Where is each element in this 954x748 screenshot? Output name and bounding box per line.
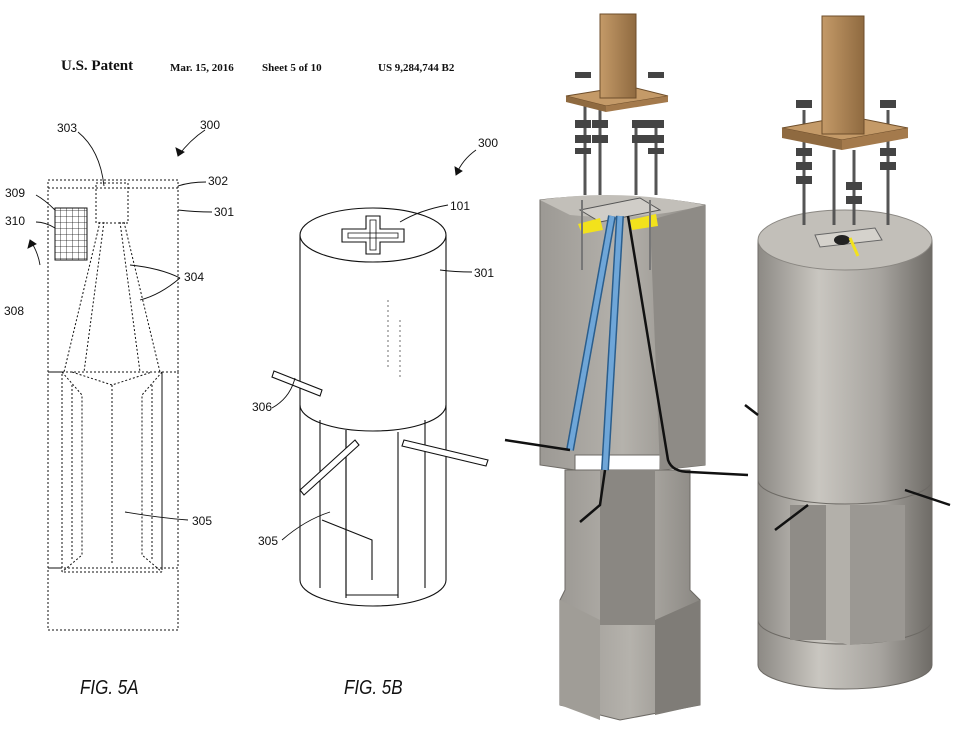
ref-5b-305: 305 [258,534,279,548]
fig-5a-top-socket [95,182,129,224]
ref-5b-306: 306 [252,400,273,414]
fig-5b-rod-left [271,370,323,397]
fig-5b-cylinder-body [299,235,447,607]
ref-5b-300: 300 [478,136,499,150]
render-cylinder-footing [744,15,951,690]
ref-5b-101: 101 [450,199,471,213]
ref-5a-305: 305 [192,514,213,528]
fig-5a-leaders [27,129,213,521]
fig-5b-rod-diag [299,439,360,496]
fig-5a-base [47,567,179,631]
ref-5a-301: 301 [214,205,235,219]
fig-5a-upper-body [47,179,179,373]
ref-5a-302: 302 [208,174,229,188]
patent-header-title: U.S. Patent [61,58,134,74]
ref-5a-304: 304 [184,270,205,284]
ref-5a-309: 309 [5,186,26,200]
ref-5b-301: 301 [474,266,495,280]
ref-5a-310: 310 [5,214,26,228]
ref-5a-308: 308 [4,304,25,318]
fig-5b-drawing [271,207,489,607]
ref-5a-300: 300 [200,118,221,132]
fig-5a-grid-fill [54,207,88,261]
ref-5a-303: 303 [57,121,78,135]
fig-5b-caption: FIG. 5B [344,677,403,699]
fig-5b-leaders [271,149,477,541]
render-cutaway-footing [504,13,749,721]
patent-header-number: US 9,284,744 B2 [378,62,455,74]
patent-header-sheet: Sheet 5 of 10 [262,62,322,74]
patent-header-date: Mar. 15, 2016 [170,62,234,74]
fig-5a-caption: FIG. 5A [80,677,139,699]
fig-5b-cross-slot [341,215,405,255]
fig-5b-rod-right [401,439,489,467]
